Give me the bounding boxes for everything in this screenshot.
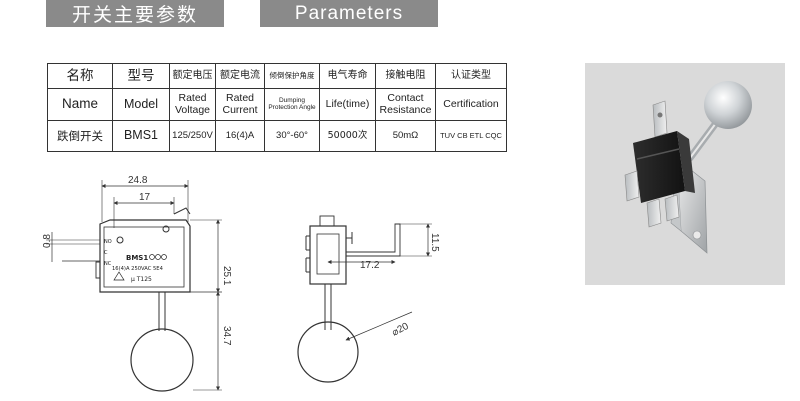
table-cell: 50000次 bbox=[319, 120, 376, 152]
section-header-en: Parameters bbox=[260, 0, 438, 27]
table-cell: 电气寿命 bbox=[319, 63, 376, 89]
table-cell: Certification bbox=[435, 88, 507, 121]
dim-rod-length: 34.7 bbox=[221, 326, 232, 346]
terminal-label: NO bbox=[104, 239, 112, 245]
table-cell: Rated Current bbox=[215, 88, 265, 121]
table-cell: 倾倒保护角度 bbox=[264, 63, 320, 89]
temp-marking: μ T125 bbox=[131, 276, 152, 283]
table-cell: Rated Voltage bbox=[169, 88, 216, 121]
cqc-logo-icon bbox=[149, 254, 167, 260]
model-marking: BMS1 bbox=[126, 254, 148, 262]
dim-height: 11.5 bbox=[429, 233, 440, 252]
dim-offset: 17.2 bbox=[360, 260, 380, 271]
table-row-values: 跌倒开关 BMS1 125/250V 16(4)A 30°-60° 50000次… bbox=[47, 120, 507, 152]
table-row-en: Name Model Rated Voltage Rated Current D… bbox=[47, 88, 507, 121]
dim-width-partial: 17 bbox=[139, 192, 151, 203]
terminal-label: C bbox=[104, 250, 108, 256]
table-cell: Name bbox=[47, 88, 113, 121]
product-photo bbox=[585, 63, 785, 285]
table-cell: Contact Resistance bbox=[375, 88, 436, 121]
dim-body-height: 25.1 bbox=[221, 266, 232, 286]
parameters-table: 名称 型号 额定电压 额定电流 倾倒保护角度 电气寿命 接触电阻 认证类型 Na… bbox=[47, 63, 507, 152]
table-row-cn: 名称 型号 额定电压 额定电流 倾倒保护角度 电气寿命 接触电阻 认证类型 bbox=[47, 63, 507, 89]
side-view bbox=[297, 215, 432, 383]
table-cell: 30°-60° bbox=[264, 120, 320, 152]
table-cell: BMS1 bbox=[112, 120, 170, 152]
dim-ball-diameter: ⌀20 bbox=[390, 321, 411, 339]
table-cell: TUV CB ETL CQC bbox=[435, 120, 507, 152]
table-cell: 认证类型 bbox=[435, 63, 507, 89]
table-cell: 16(4)A bbox=[215, 120, 265, 152]
rating-marking: 16(4)A 250VAC 5E4 bbox=[112, 266, 164, 272]
terminal-label: NC bbox=[104, 261, 112, 267]
section-title-en: Parameters bbox=[294, 2, 404, 24]
warning-triangle-icon bbox=[113, 271, 125, 281]
table-cell: 跌倒开关 bbox=[47, 120, 113, 152]
section-title-cn: 开关主要参数 bbox=[71, 4, 198, 26]
section-header-cn: 开关主要参数 bbox=[46, 0, 224, 27]
dim-width-total: 24.8 bbox=[128, 175, 148, 186]
dim-left: 0.8 bbox=[42, 234, 53, 248]
front-view bbox=[46, 180, 222, 392]
table-cell: 额定电流 bbox=[215, 63, 265, 89]
switch-markings: NO C NC BMS1 16(4)A 250VAC 5E4 μ T125 bbox=[104, 239, 167, 283]
table-cell: 型号 bbox=[112, 63, 170, 89]
table-cell: 50mΩ bbox=[375, 120, 436, 152]
